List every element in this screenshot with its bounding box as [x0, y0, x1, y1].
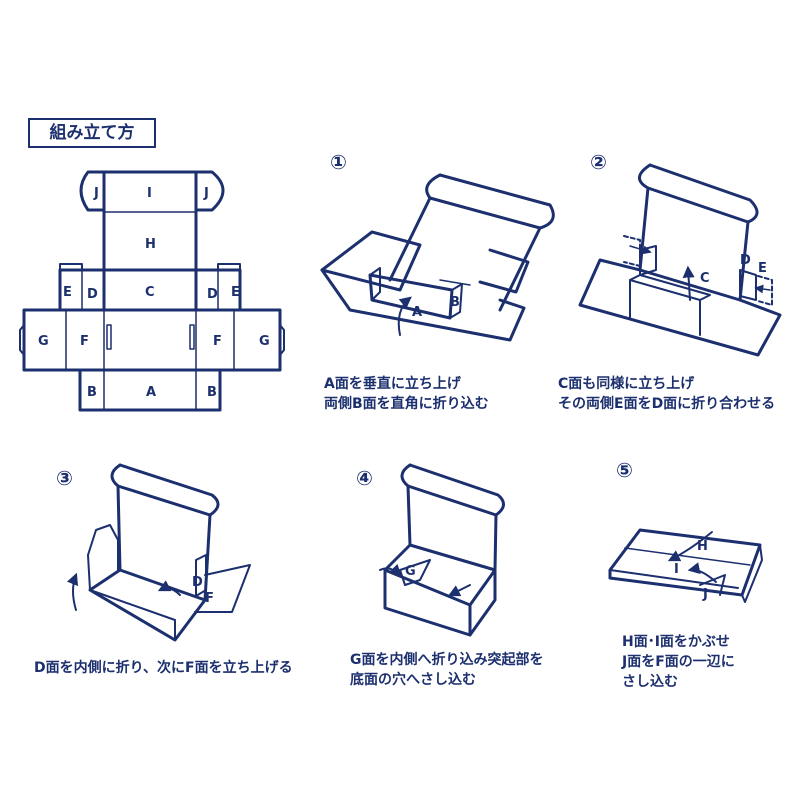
- net-label-c: C: [145, 285, 155, 300]
- net-label-j-left: J: [93, 186, 99, 201]
- step2-label-e: E: [758, 261, 767, 276]
- step5-caption-line1: H面･I面をかぶせ: [622, 634, 730, 650]
- step3-label-f: F: [205, 591, 214, 606]
- net-label-f-left: F: [80, 334, 89, 349]
- step4-illustration: G: [379, 463, 505, 637]
- step5-label-h: H: [697, 539, 708, 554]
- step2-illustration: C D E: [578, 163, 782, 357]
- step3-label-d: D: [192, 575, 203, 590]
- step1-label-b: B: [450, 295, 460, 310]
- step3-caption: D面を内側に折り、次にF面を立ち上げる: [34, 658, 293, 678]
- step4-label-g: G: [405, 564, 416, 579]
- step5-caption-line3: さし込む: [622, 674, 678, 690]
- step5-number: ⑤: [616, 458, 633, 482]
- step2-label-d: D: [740, 253, 751, 268]
- net-label-e-right: E: [231, 285, 240, 300]
- step5-label-j: J: [702, 587, 708, 602]
- step1-caption-line1: A面を垂直に立ち上げ: [324, 376, 461, 392]
- step2-number: ②: [590, 150, 607, 174]
- net-label-d-right: D: [207, 287, 218, 302]
- step1-caption: A面を垂直に立ち上げ 両側B面を直角に折り込む: [324, 374, 489, 414]
- step2-caption-line2: その両側E面をD面に折り合わせる: [558, 396, 776, 412]
- step5-caption: H面･I面をかぶせ J面をF面の一辺に さし込む: [622, 632, 735, 692]
- page-title: 組み立て方: [28, 118, 156, 148]
- step3-illustration: D F: [66, 463, 251, 642]
- net-label-e-left: E: [63, 285, 72, 300]
- net-label-d-left: D: [87, 287, 98, 302]
- net-label-f-right: F: [213, 334, 222, 349]
- step5-label-i: I: [674, 562, 679, 577]
- step4-caption: G面を内側へ折り込み突起部を 底面の穴へさし込む: [350, 650, 544, 690]
- net-label-a: A: [146, 385, 156, 400]
- step1-illustration: A B: [320, 173, 555, 342]
- step2-caption-line1: C面も同様に立ち上げ: [558, 376, 695, 392]
- step3-caption-line1: D面を内側に折り、次にF面を立ち上げる: [34, 660, 293, 676]
- net-label-g-right: G: [259, 334, 270, 349]
- step1-number: ①: [330, 150, 347, 174]
- net-label-h: H: [145, 237, 156, 252]
- step1-label-a: A: [412, 305, 422, 320]
- step2-caption: C面も同様に立ち上げ その両側E面をD面に折り合わせる: [558, 374, 775, 414]
- net-label-i: I: [147, 186, 152, 201]
- net-label-b-left: B: [87, 385, 97, 400]
- step2-label-c: C: [700, 271, 710, 286]
- step3-number: ③: [56, 466, 73, 490]
- step5-caption-line2: J面をF面の一辺に: [622, 654, 735, 670]
- step1-caption-line2: 両側B面を直角に折り込む: [324, 396, 489, 412]
- net-label-j-right: J: [203, 186, 209, 201]
- box-net: J I J H C E D D E G F F G B A B: [19, 170, 285, 412]
- net-label-g-left: G: [38, 334, 49, 349]
- step5-illustration: H I J: [608, 528, 763, 603]
- step4-number: ④: [356, 466, 373, 490]
- net-label-b-right: B: [207, 385, 217, 400]
- step4-caption-line1: G面を内側へ折り込み突起部を: [350, 652, 544, 668]
- step4-caption-line2: 底面の穴へさし込む: [350, 672, 476, 688]
